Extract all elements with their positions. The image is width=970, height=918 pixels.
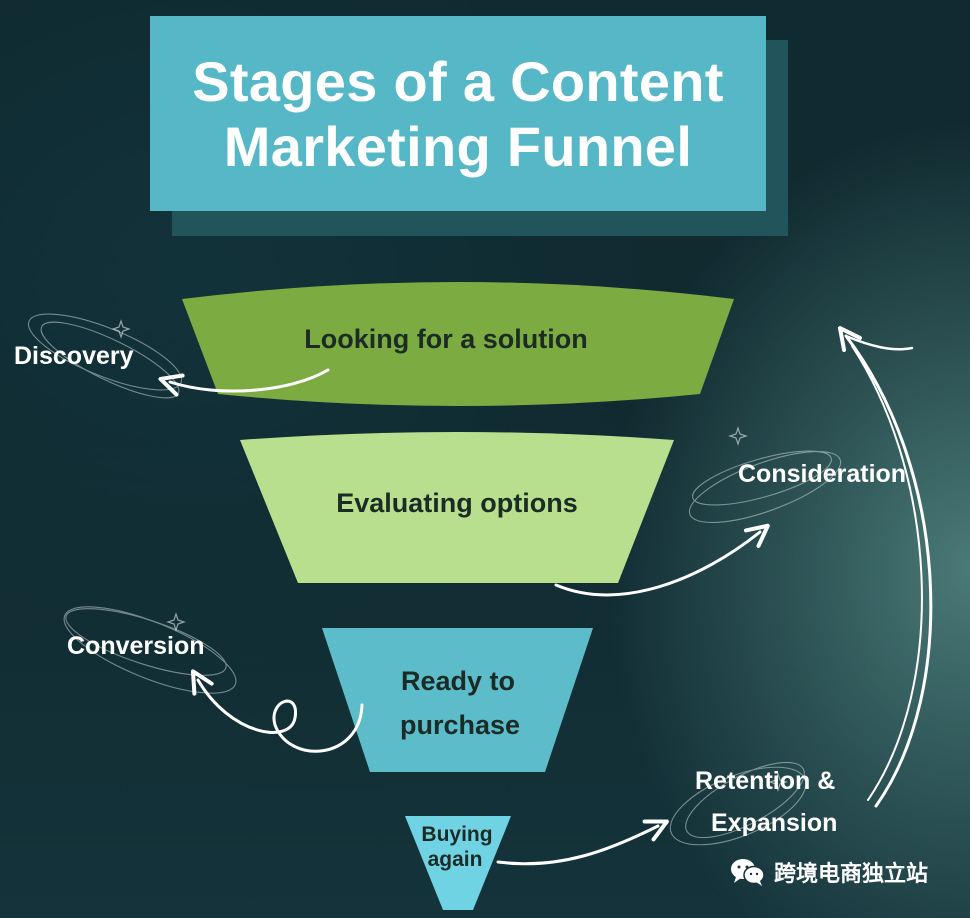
page-title: Stages of a Content Marketing Funnel	[150, 49, 766, 179]
title-line-2: Marketing Funnel	[223, 115, 693, 178]
arrow-to-consideration	[554, 523, 770, 597]
stage-label-retention-line-2: Expansion	[711, 809, 837, 837]
funnel-tier-3-label-line-2: purchase	[400, 710, 520, 740]
arrow-to-discovery	[158, 368, 330, 397]
watermark: 跨境电商独立站	[730, 856, 928, 888]
stage-label-discovery: Discovery	[14, 342, 134, 370]
watermark-text: 跨境电商独立站	[774, 862, 929, 887]
arrow-to-retention	[496, 819, 669, 866]
sparkle-icons	[111, 319, 788, 792]
funnel-tier-4-label-line-2: again	[428, 848, 483, 871]
stage-label-consideration: Consideration	[738, 460, 906, 488]
title-box: Stages of a Content Marketing Funnel	[150, 16, 766, 211]
title-line-1: Stages of a Content	[192, 50, 724, 113]
stage-label-conversion: Conversion	[67, 632, 205, 660]
stage-label-retention-line-1: Retention &	[695, 767, 835, 795]
funnel-tier-3-label-line-1: Ready to	[401, 666, 515, 696]
arrow-loop-back-to-top	[837, 326, 933, 808]
arrow-to-conversion	[190, 669, 364, 753]
wechat-icon	[731, 859, 765, 886]
funnel-tier-3	[322, 628, 593, 772]
funnel-tier-1-label: Looking for a solution	[304, 324, 587, 354]
arrow-loop-back-tail	[851, 345, 923, 801]
funnel-tier-4-label-line-1: Buying	[421, 823, 492, 846]
funnel-tier-2-label: Evaluating options	[336, 488, 578, 518]
funnel-tier-2	[240, 432, 674, 583]
funnel-tier-4	[405, 816, 511, 910]
arrow-loop-tip-flick	[844, 334, 914, 351]
